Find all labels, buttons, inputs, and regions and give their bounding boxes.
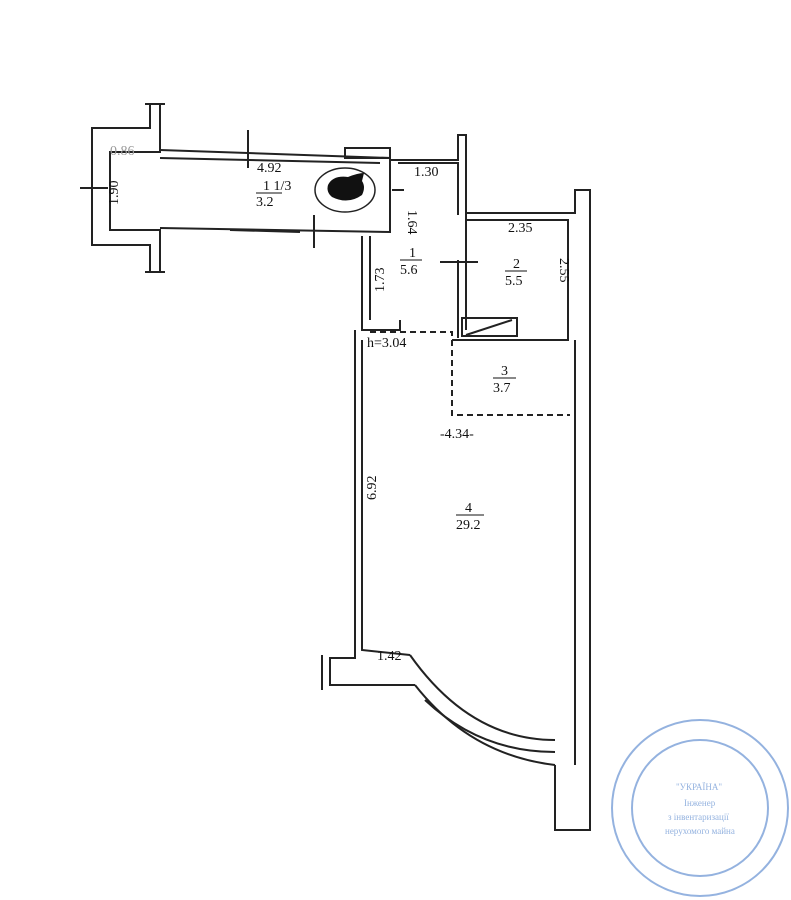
room-number: 2 (513, 257, 520, 272)
dimension: 6.92 (365, 476, 380, 501)
dimension: 1.73 (373, 268, 388, 293)
room-area: 3.2 (256, 195, 274, 210)
dimension: -4.34- (440, 427, 474, 442)
dimension: 2.35 (508, 221, 533, 236)
stamp-text: з інвентаризації (668, 812, 729, 822)
room-area: 3.7 (493, 381, 511, 396)
stamp-text: Інженер (684, 798, 716, 808)
toilet-icon (314, 167, 376, 213)
room-area: 5.5 (505, 274, 523, 289)
stamp-text: нерухомого майна (665, 826, 735, 836)
dimension: 1.64 (404, 210, 419, 235)
room-area: 29.2 (456, 518, 481, 533)
walls (80, 103, 591, 831)
official-stamp: "УКРАЇНА" Інженер з інвентаризації нерух… (611, 719, 789, 897)
room-number: 1 (409, 246, 416, 261)
ceiling-height: h=3.04 (367, 336, 406, 351)
stamp-text: "УКРАЇНА" (676, 782, 722, 792)
dimension: 2.55 (556, 258, 571, 283)
dimension: 1.90 (107, 181, 122, 206)
room-area: 5.6 (400, 263, 418, 278)
room-number: 4 (465, 501, 472, 516)
room-number: 3 (501, 364, 508, 379)
dimension: 0.86 (110, 144, 135, 159)
dimension: 4.92 (257, 161, 282, 176)
dimension: 1.42 (377, 649, 402, 664)
dimension: 1.30 (414, 165, 439, 180)
room-number: 1 1/3 (263, 179, 291, 194)
